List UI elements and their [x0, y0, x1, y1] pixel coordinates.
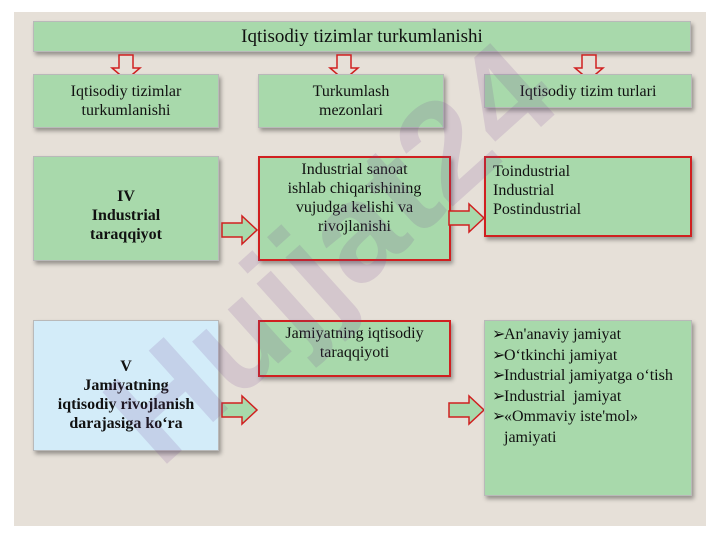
row5-types-box: ➢An'anaviy jamiyat ➢O‘tkinchi jamiyat ➢I…: [484, 320, 692, 496]
list-item: ➢Industrial jamiyat: [492, 387, 684, 408]
bullet-arrow-icon: ➢: [492, 346, 506, 364]
diagram-title-box: Iqtisodiy tizimlar turkumlanishi: [33, 21, 691, 52]
society-types-list: ➢An'anaviy jamiyat ➢O‘tkinchi jamiyat ➢I…: [492, 325, 684, 448]
type-item: Toindustrial: [493, 163, 571, 180]
list-item: ➢«Ommaviy iste'mol» jamiyati: [492, 408, 638, 446]
row4-criterion-box: Industrial sanoat ishlab chiqarishining …: [258, 156, 451, 261]
list-item: ➢O‘tkinchi jamiyat: [492, 346, 684, 367]
row5-criterion-box: Jamiyatning iqtisodiy taraqqiyoti: [258, 320, 451, 377]
bullet-arrow-icon: ➢: [492, 367, 506, 384]
bullet-arrow-icon: ➢: [492, 326, 506, 343]
bullet-arrow-icon: ➢: [492, 408, 506, 425]
header-box-criteria: Turkumlash mezonlari: [258, 74, 444, 128]
right-arrow-icon: [448, 394, 486, 426]
right-arrow-icon: [221, 214, 259, 246]
right-arrow-icon: [448, 202, 486, 234]
list-item: ➢An'anaviy jamiyat: [492, 325, 684, 346]
list-item: ➢Industrial jamiyatga o‘tish: [492, 366, 684, 387]
row4-types-box: Toindustrial Industrial Postindustrial: [484, 156, 692, 237]
row5-label-box: V Jamiyatning iqtisodiy rivojlanish dara…: [33, 320, 219, 451]
row4-label-box: IV Industrial taraqqiyot: [33, 156, 219, 261]
right-arrow-icon: [221, 394, 259, 426]
header-box-classification: Iqtisodiy tizimlar turkumlanishi: [33, 74, 219, 128]
bullet-arrow-icon: ➢: [492, 387, 506, 405]
type-item: Postindustrial: [493, 201, 582, 218]
type-item: Industrial: [493, 182, 555, 199]
header-box-types: Iqtisodiy tizim turlari: [484, 74, 692, 108]
diagram-title: Iqtisodiy tizimlar turkumlanishi: [241, 26, 483, 47]
